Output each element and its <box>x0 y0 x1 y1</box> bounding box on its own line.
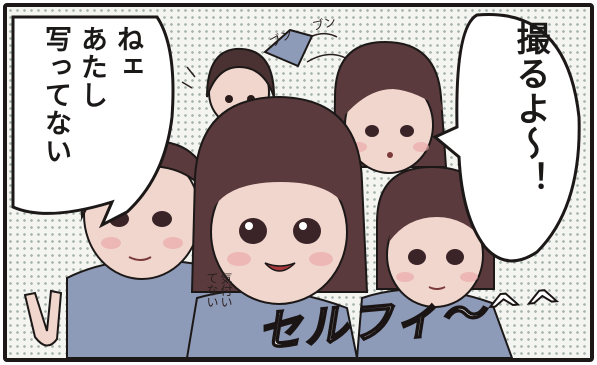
panel-illustration <box>11 12 581 358</box>
sfx-not-noticed: 気付い てない <box>205 272 233 308</box>
girl-top-right <box>332 40 448 174</box>
speech-text-right: 撮るよ〜！ <box>510 21 550 196</box>
panel-frame: ねェ あたし 写ってない 撮るよ〜！ ブン ブン 気付い てない セルフィ〜^^ <box>3 3 594 362</box>
girl-center <box>185 95 369 358</box>
speech-bubble-left <box>11 15 175 229</box>
speech-bubble-right <box>432 12 581 263</box>
speech-text-left: ねェ あたし 写ってない <box>40 25 143 165</box>
